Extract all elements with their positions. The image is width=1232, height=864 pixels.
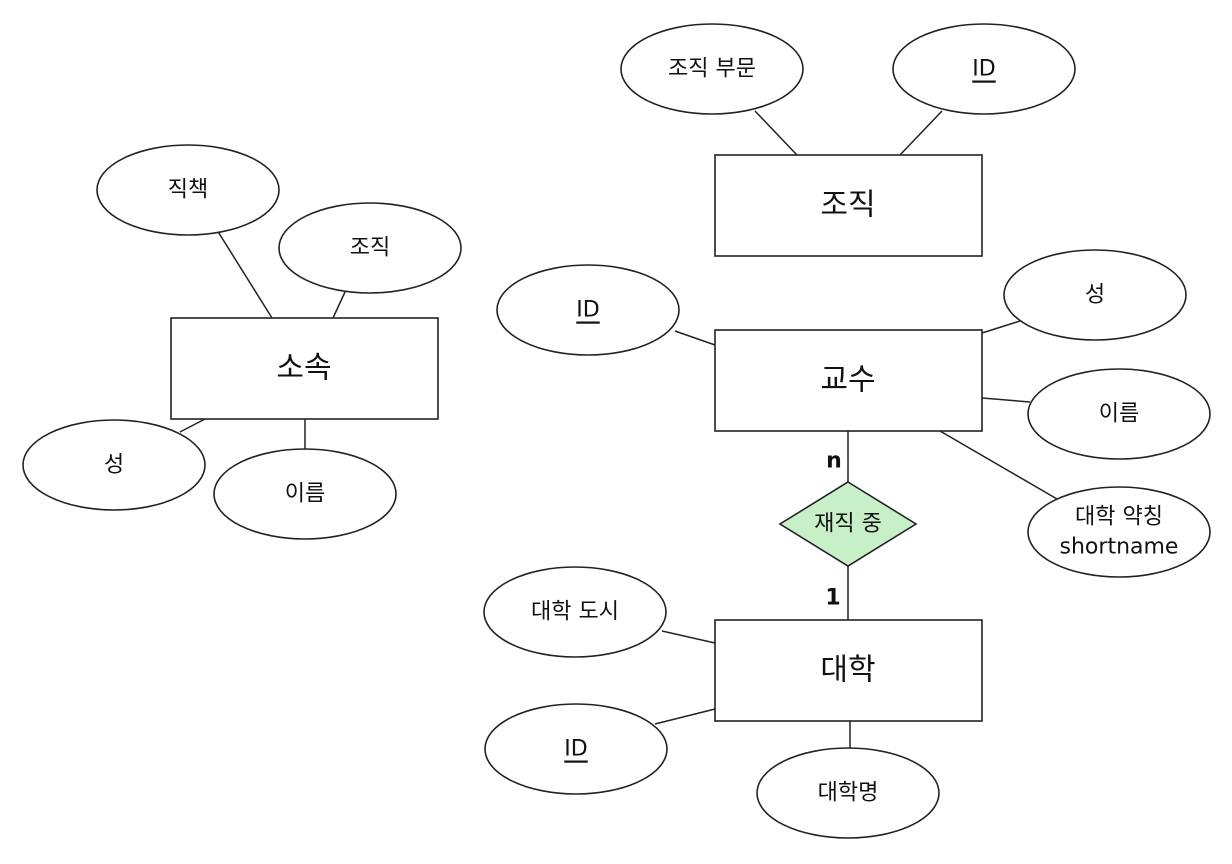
connector-professor-name xyxy=(981,397,1031,403)
connector-affiliation-position xyxy=(216,229,273,319)
entity-affiliation[interactable]: 소속 xyxy=(170,317,439,420)
attribute-label-line2: shortname xyxy=(1060,535,1179,560)
connector-university-city xyxy=(661,630,716,644)
attribute-university-id[interactable]: ID xyxy=(484,703,668,795)
attribute-label-line1: 대학 약칭 xyxy=(1075,505,1163,530)
entity-professor[interactable]: 교수 xyxy=(714,329,983,432)
attribute-label: 조직 xyxy=(350,236,390,261)
attribute-label: 대학 도시 xyxy=(531,600,619,625)
connector-affiliation-organization xyxy=(332,291,346,319)
attribute-organization-division[interactable]: 조직 부문 xyxy=(620,23,804,115)
relationship-employed[interactable]: 재직 중 xyxy=(778,481,918,567)
attribute-affiliation-surname[interactable]: 성 xyxy=(22,419,206,511)
attribute-professor-name[interactable]: 이름 xyxy=(1027,368,1211,460)
attribute-organization-id[interactable]: ID xyxy=(892,23,1076,115)
connector-university-id xyxy=(654,708,716,725)
entity-label: 조직 xyxy=(820,188,875,223)
attribute-key-label: ID xyxy=(972,57,995,82)
attribute-key-label: ID xyxy=(564,737,587,762)
connector-affiliation-surname xyxy=(179,418,206,433)
attribute-label: 성 xyxy=(1085,283,1105,308)
connector-professor-surname xyxy=(981,320,1021,334)
connector-lines xyxy=(179,110,1058,748)
attribute-key-label: ID xyxy=(576,298,599,323)
attribute-professor-id[interactable]: ID xyxy=(496,264,680,356)
connector-professor-id xyxy=(674,330,716,346)
entity-box xyxy=(714,619,983,722)
connector-organization-id xyxy=(899,110,943,156)
attribute-ellipse xyxy=(483,566,667,658)
attribute-ellipse xyxy=(1003,249,1187,341)
attribute-label: 이름 xyxy=(285,482,325,507)
attribute-affiliation-name[interactable]: 이름 xyxy=(213,448,397,540)
attribute-ellipse xyxy=(496,264,680,356)
relationship-diamond xyxy=(778,481,918,567)
entity-label: 소속 xyxy=(276,351,331,386)
attribute-label: 성 xyxy=(104,453,124,478)
attribute-label: 직책 xyxy=(168,178,208,203)
entity-box xyxy=(170,317,439,420)
entity-university[interactable]: 대학 xyxy=(714,619,983,722)
attribute-ellipse xyxy=(1027,368,1211,460)
attribute-label: 조직 부문 xyxy=(668,57,756,82)
connector-professor-university-abbr xyxy=(939,430,1058,500)
attribute-ellipse xyxy=(96,144,280,236)
entity-label: 대학 xyxy=(820,653,875,688)
attribute-ellipse xyxy=(484,703,668,795)
attribute-affiliation-organization[interactable]: 조직 xyxy=(278,202,462,294)
attribute-ellipse xyxy=(1027,486,1211,578)
attribute-label: 대학명 xyxy=(818,781,879,806)
attribute-ellipse xyxy=(756,747,940,839)
attribute-ellipse xyxy=(213,448,397,540)
attribute-affiliation-position[interactable]: 직책 xyxy=(96,144,280,236)
attribute-ellipse xyxy=(22,419,206,511)
connector-organization-division xyxy=(754,110,798,156)
attribute-university-city[interactable]: 대학 도시 xyxy=(483,566,667,658)
attribute-ellipse xyxy=(892,23,1076,115)
entity-organization[interactable]: 조직 xyxy=(714,154,983,257)
entity-box xyxy=(714,154,983,257)
entity-box xyxy=(714,329,983,432)
attribute-ellipse xyxy=(620,23,804,115)
attribute-ellipse xyxy=(278,202,462,294)
attribute-university-name[interactable]: 대학명 xyxy=(756,747,940,839)
cardinality-professor: n xyxy=(826,449,842,474)
relationship-label: 재직 중 xyxy=(814,512,882,537)
entity-label: 교수 xyxy=(820,363,875,398)
attribute-label: 이름 xyxy=(1099,402,1139,427)
cardinality-university: 1 xyxy=(825,586,840,611)
attribute-professor-university-abbr[interactable]: 대학 약칭 shortname xyxy=(1027,486,1211,578)
attribute-professor-surname[interactable]: 성 xyxy=(1003,249,1187,341)
